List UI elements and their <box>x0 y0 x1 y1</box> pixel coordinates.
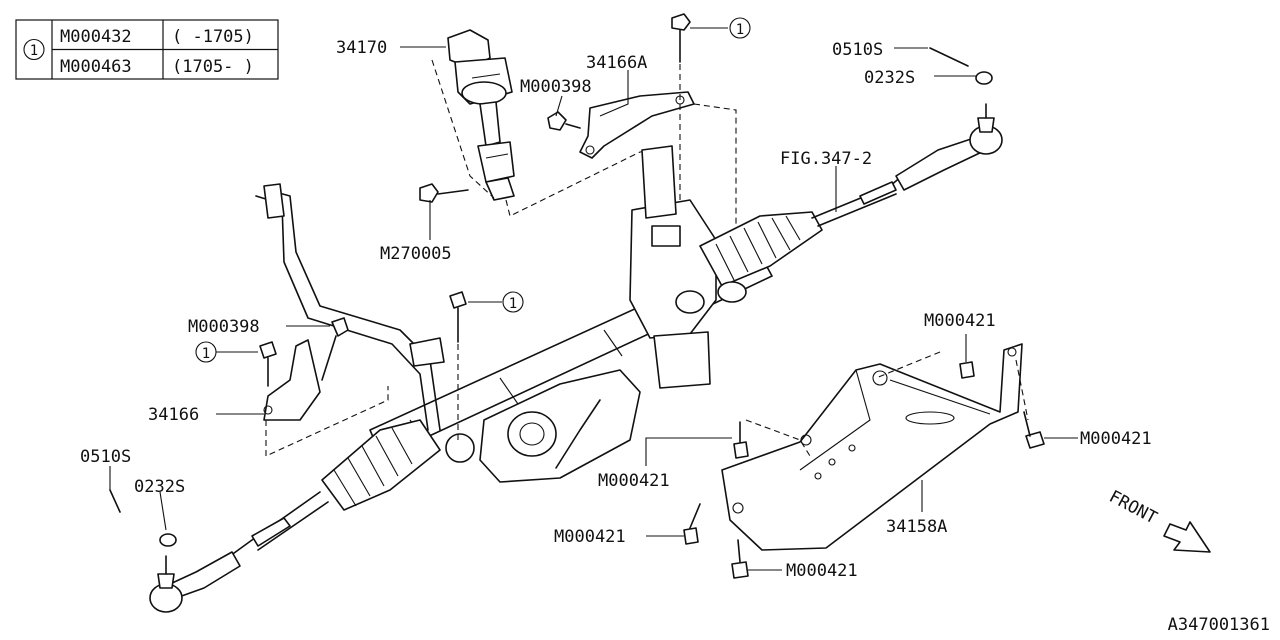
under-cover-34158a <box>721 343 1023 551</box>
legend-range-1: ( -1705) <box>172 27 254 47</box>
svg-text:1: 1 <box>736 22 744 38</box>
legend-marker-circle <box>23 38 45 61</box>
legend-table: 1 M000432 ( -1705) M000463 (1705- ) <box>15 19 279 80</box>
bolt-m270005 <box>419 183 469 203</box>
callout-m000421-c: M000421 <box>598 471 670 491</box>
callout-m000398-left: M000398 <box>188 317 260 337</box>
callout-m000398-top: M000398 <box>520 77 592 97</box>
shaft-dash-a <box>431 59 495 199</box>
front-label: FRONT <box>1106 487 1161 529</box>
callout-m270005: M270005 <box>380 244 452 264</box>
bolt-mid-marker <box>449 291 467 343</box>
steering-rack <box>109 47 1003 613</box>
bolt-top-marker <box>671 13 691 63</box>
legend-range-2: (1705- ) <box>172 57 254 77</box>
bracket-34166 <box>263 339 321 421</box>
legend-marker: 1 <box>30 43 38 59</box>
callout-m000421-a: M000421 <box>924 311 996 331</box>
cover-dash-a <box>875 351 941 379</box>
bolt-left-m000398 <box>321 317 349 381</box>
callout-0510s-left: 0510S <box>80 447 131 467</box>
callout-labels: 34170 34166A M000398 M270005 0510S 0232S… <box>80 38 1152 581</box>
bracket-dash-right <box>693 103 737 270</box>
callout-m000421-b: M000421 <box>1080 429 1152 449</box>
cover-dash-c <box>1015 359 1029 421</box>
callout-34166a: 34166A <box>586 53 647 73</box>
callout-m000421-d: M000421 <box>554 527 626 547</box>
callout-m000421-e: M000421 <box>786 561 858 581</box>
bolt-left-marker <box>259 341 277 387</box>
callout-fig347: FIG.347-2 <box>780 149 872 169</box>
callout-34166: 34166 <box>148 405 199 425</box>
shaft-dash-b <box>505 149 661 217</box>
callout-0232s-right: 0232S <box>864 68 915 88</box>
callout-34158a: 34158A <box>886 517 947 537</box>
bolts-under-cover <box>683 361 1045 579</box>
svg-text:1: 1 <box>509 296 517 312</box>
legend-code-1: M000432 <box>60 27 132 47</box>
callout-0232s-left: 0232S <box>134 477 185 497</box>
diagram-id: A347001361 <box>1168 615 1270 635</box>
callout-0510s-right: 0510S <box>832 40 883 60</box>
bracket-34166a <box>579 91 695 159</box>
bolt-top-m000398 <box>547 111 581 131</box>
leader-lines <box>109 27 1078 571</box>
front-arrow: FRONT <box>1106 487 1211 553</box>
svg-text:1: 1 <box>202 346 210 362</box>
cover-dash-b <box>745 419 811 457</box>
bracket-dash-left <box>265 386 389 457</box>
marker-mid: 1 <box>502 291 524 313</box>
legend-code-2: M000463 <box>60 57 132 77</box>
marker-top: 1 <box>729 17 751 39</box>
callout-34170: 34170 <box>336 38 387 58</box>
intermediate-shaft <box>447 29 515 201</box>
marker-left: 1 <box>195 341 217 363</box>
